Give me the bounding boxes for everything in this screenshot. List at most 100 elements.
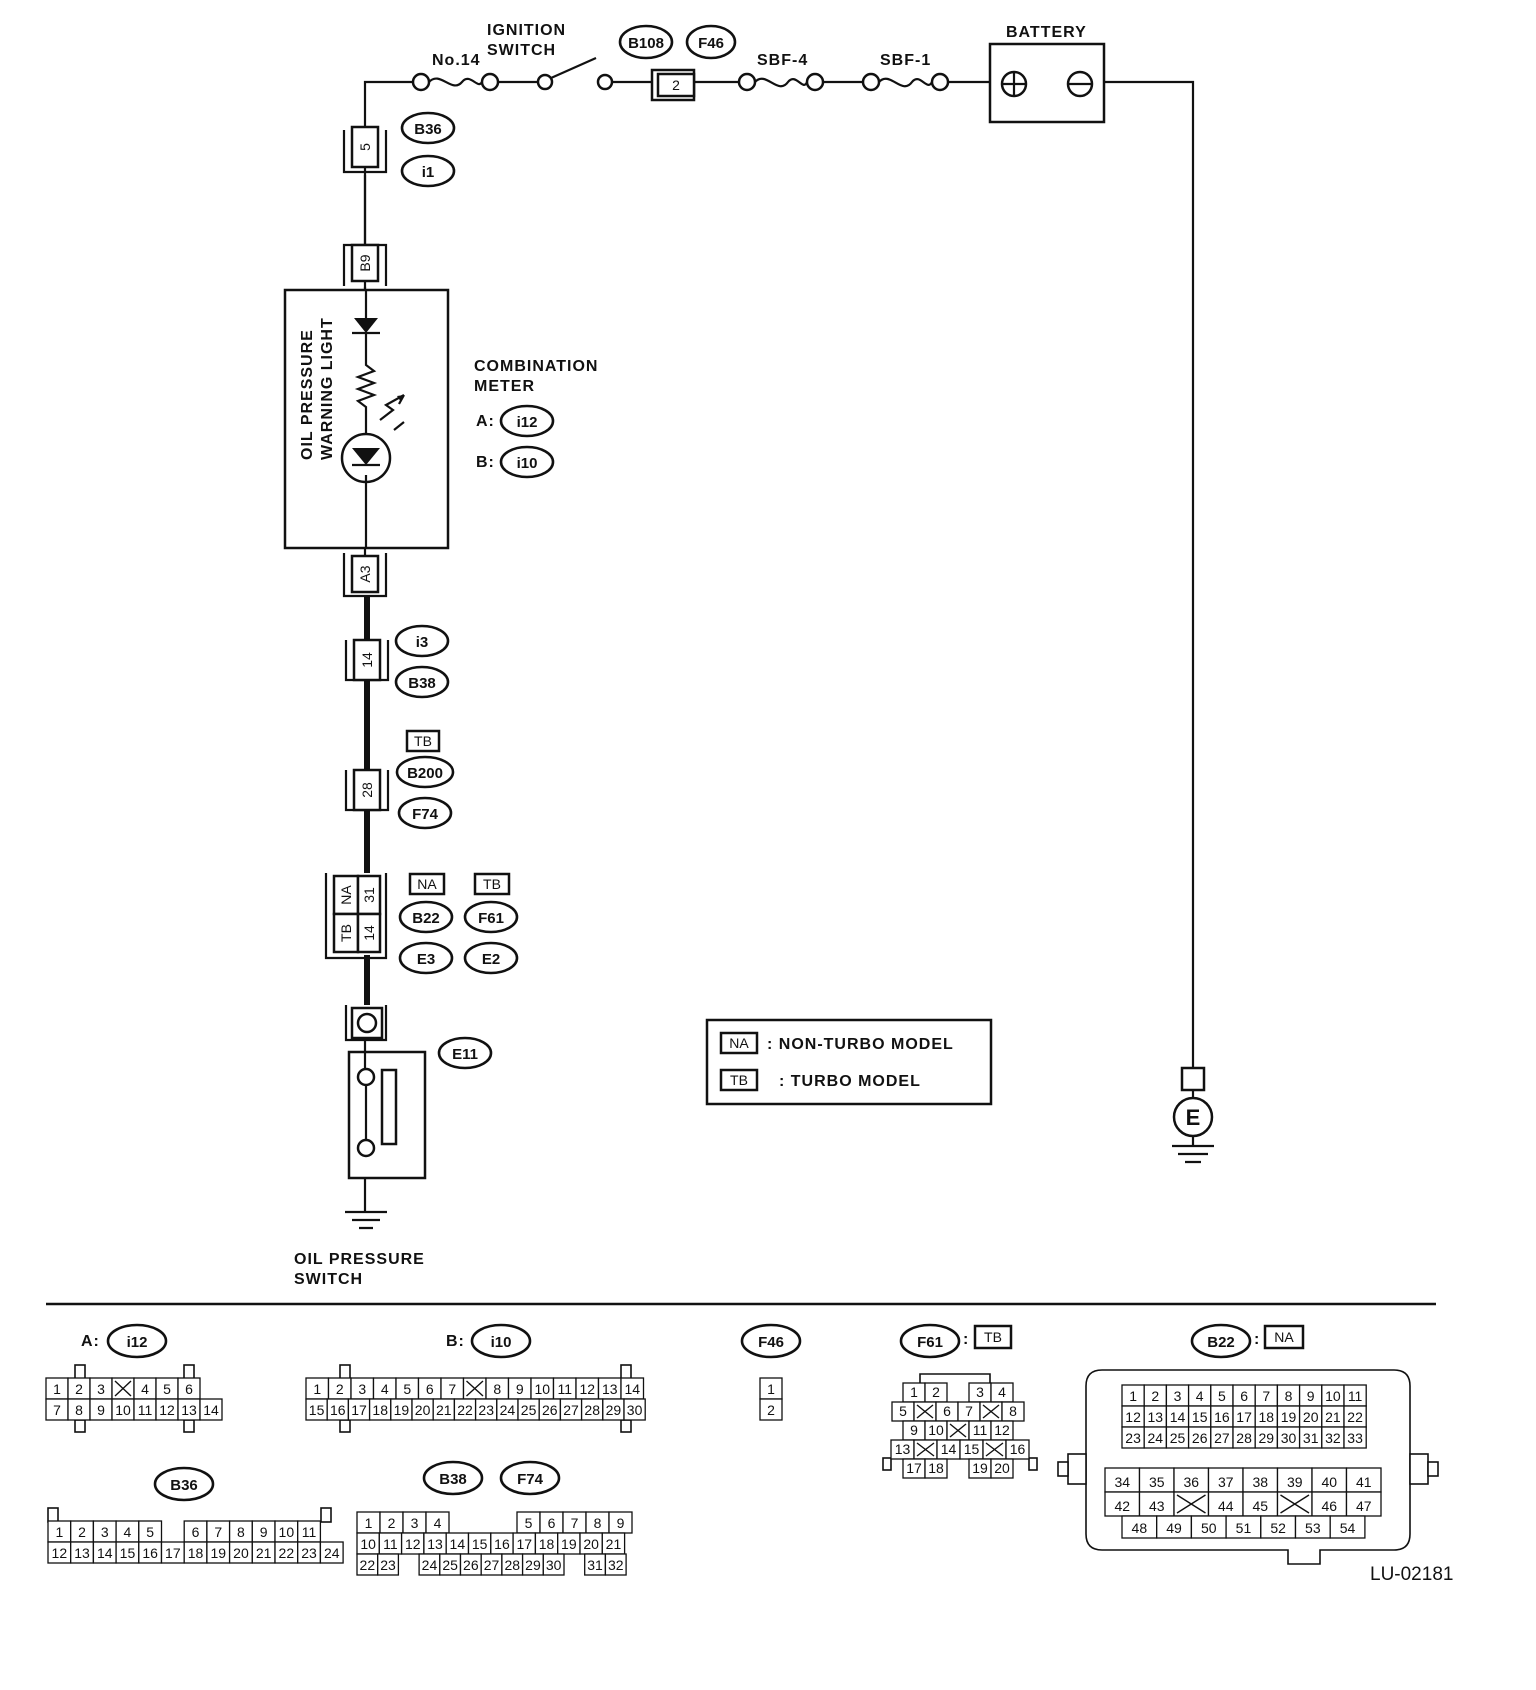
b200-terminal: 28 bbox=[344, 768, 390, 812]
pin-number: 19 bbox=[561, 1536, 577, 1552]
fuse-no14: No.14 bbox=[411, 52, 500, 92]
pin-number: 17 bbox=[906, 1460, 922, 1476]
pin-number: 29 bbox=[525, 1557, 541, 1573]
pin-number: 24 bbox=[500, 1402, 516, 1418]
pin-number: 1 bbox=[910, 1384, 918, 1400]
e2-connector-tag: E2 bbox=[463, 941, 519, 975]
pin-cell bbox=[377, 1553, 400, 1576]
pinout-b36-frame bbox=[47, 1507, 332, 1523]
combination-meter: OIL PRESSURE WARNING LIGHT bbox=[283, 288, 450, 550]
pin-number: 12 bbox=[994, 1422, 1010, 1438]
pin-cell bbox=[623, 1398, 646, 1421]
b38-label: B38 bbox=[408, 675, 436, 692]
pin-number: 11 bbox=[973, 1422, 988, 1438]
oil-pressure-switch: OIL PRESSURE SWITCH bbox=[294, 1005, 427, 1288]
pin-cell bbox=[1005, 1439, 1030, 1460]
pin-number: 9 bbox=[1307, 1388, 1315, 1404]
f61-label: F61 bbox=[478, 910, 504, 927]
pinout-f46-grid: 12 bbox=[759, 1377, 783, 1421]
pin-number: 52 bbox=[1270, 1520, 1286, 1536]
tb-tag-f61: TB bbox=[473, 872, 511, 896]
pin-number: 41 bbox=[1356, 1474, 1372, 1490]
pin-number: 23 bbox=[301, 1545, 317, 1561]
pin-number: 8 bbox=[1285, 1388, 1293, 1404]
legend-na-text: : NON-TURBO MODEL bbox=[767, 1036, 954, 1053]
pin-number: 23 bbox=[1125, 1430, 1141, 1446]
pinout-f74-tag: F74 bbox=[499, 1460, 561, 1496]
pin-cell bbox=[1329, 1515, 1366, 1539]
pin-number: 27 bbox=[563, 1402, 579, 1418]
pinout-f46-label: F46 bbox=[758, 1334, 784, 1351]
unused-pin-mark bbox=[1176, 1494, 1206, 1514]
tb-tag-label-2: TB bbox=[483, 876, 501, 892]
pin-number: 15 bbox=[120, 1545, 136, 1561]
b200-terminal-pin: 28 bbox=[359, 782, 375, 798]
pin-number: 12 bbox=[405, 1536, 421, 1552]
pin-number: 5 bbox=[1218, 1388, 1226, 1404]
pin-number: 16 bbox=[494, 1536, 510, 1552]
pinout-b-label: B: bbox=[446, 1333, 465, 1350]
b36-terminal: 5 bbox=[342, 125, 388, 174]
pin-number: 3 bbox=[411, 1515, 419, 1531]
pin-number: 5 bbox=[899, 1403, 907, 1419]
tb-terminal-pin: 14 bbox=[361, 925, 377, 941]
pin-number: 1 bbox=[313, 1381, 321, 1397]
pin-number: 4 bbox=[124, 1524, 132, 1540]
pin-number: 30 bbox=[546, 1557, 562, 1573]
pin-number: 10 bbox=[279, 1524, 295, 1540]
pin-number: 9 bbox=[260, 1524, 268, 1540]
b36-connector-tag: B36 bbox=[400, 111, 456, 145]
pin-cell bbox=[1343, 1426, 1367, 1449]
f74-connector-tag: F74 bbox=[397, 796, 453, 830]
pin-number: 16 bbox=[142, 1545, 158, 1561]
i10-connector-tag: i10 bbox=[499, 445, 555, 479]
e3-connector-tag: E3 bbox=[398, 941, 454, 975]
na-tb-terminal: NA TB 31 14 bbox=[324, 873, 388, 960]
pin-number: 7 bbox=[214, 1524, 222, 1540]
f61-colon: : bbox=[963, 1331, 969, 1348]
pin-number: 2 bbox=[336, 1381, 344, 1397]
pin-number: 4 bbox=[141, 1381, 149, 1397]
pin-number: 8 bbox=[493, 1381, 501, 1397]
pin-number: 37 bbox=[1218, 1474, 1234, 1490]
unused-pin-mark bbox=[916, 1442, 935, 1457]
pinout-f61-tb-tag: TB bbox=[973, 1324, 1013, 1350]
pin-number: 28 bbox=[504, 1557, 520, 1573]
pin-number: 32 bbox=[608, 1557, 624, 1573]
pin-number: 2 bbox=[932, 1384, 940, 1400]
pin-number: 6 bbox=[1240, 1388, 1248, 1404]
pin-number: 34 bbox=[1114, 1474, 1130, 1490]
pin-number: 30 bbox=[627, 1402, 643, 1418]
b108-label: B108 bbox=[628, 35, 664, 52]
pin-number: 53 bbox=[1305, 1520, 1321, 1536]
pin-number: 20 bbox=[1303, 1409, 1319, 1425]
pinout-b22-label: B22 bbox=[1207, 1334, 1235, 1351]
pin-number: 7 bbox=[448, 1381, 456, 1397]
pin-cell bbox=[319, 1541, 344, 1564]
unused-pin-mark bbox=[985, 1442, 1004, 1457]
pin-number: 18 bbox=[188, 1545, 204, 1561]
pin-number: 16 bbox=[1010, 1441, 1026, 1457]
pin-cell bbox=[604, 1553, 627, 1576]
pin-number: 5 bbox=[525, 1515, 533, 1531]
na-tag-b22: NA bbox=[408, 872, 446, 896]
na-tag-label: NA bbox=[417, 876, 437, 892]
pin-number: 8 bbox=[75, 1402, 83, 1418]
pin-number: 26 bbox=[542, 1402, 558, 1418]
pinout-f61-tb-label: TB bbox=[984, 1329, 1002, 1345]
pin-number: 10 bbox=[115, 1402, 131, 1418]
pin-number: 6 bbox=[426, 1381, 434, 1397]
oil-pressure-switch-label-1: OIL PRESSURE bbox=[294, 1251, 425, 1268]
pin-number: 40 bbox=[1321, 1474, 1337, 1490]
pinout-f61-frame bbox=[882, 1373, 1038, 1471]
pin-number: 6 bbox=[943, 1403, 951, 1419]
pin-number: 7 bbox=[965, 1403, 973, 1419]
fuse-no14-label: No.14 bbox=[432, 52, 481, 69]
legend-tb-code: TB bbox=[730, 1072, 748, 1088]
pin-cell bbox=[1345, 1491, 1382, 1517]
na-terminal-pin: 31 bbox=[361, 887, 377, 903]
pinout-b36-tag: B36 bbox=[153, 1466, 215, 1502]
pin-number: 22 bbox=[457, 1402, 473, 1418]
